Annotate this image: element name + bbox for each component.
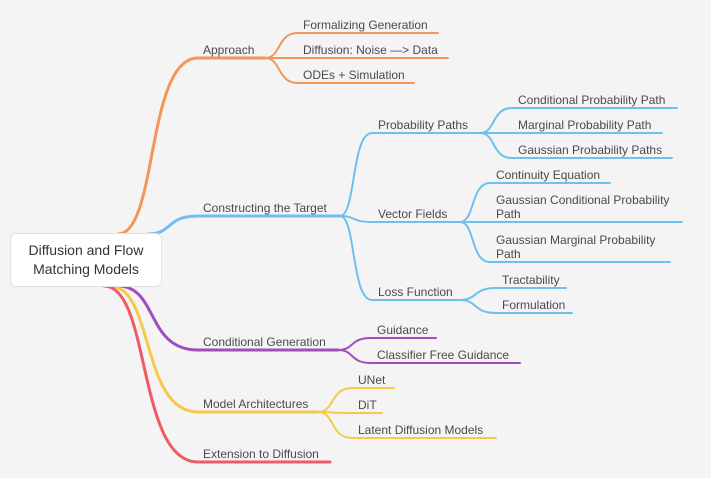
edge-vector-fields-leaf-2 (459, 221, 491, 263)
branch-constructing-the-target[interactable]: Constructing the Target (203, 201, 327, 215)
edge-prob-paths-leaf-0 (479, 107, 513, 134)
edge-root-approach (116, 56, 200, 236)
edge-vector-fields-leaf-0 (459, 182, 491, 223)
leaf-gaussian-probability-paths[interactable]: Gaussian Probability Paths (518, 143, 663, 157)
edge-architectures-leaf-2 (317, 411, 353, 439)
edge-root-conditional (116, 284, 200, 352)
node-vector-fields[interactable]: Vector Fields (378, 207, 448, 221)
root-node[interactable]: Diffusion and Flow Matching Models (11, 234, 161, 286)
edge-conditional-leaf-0 (337, 337, 372, 351)
leaf-tractability[interactable]: Tractability (502, 273, 560, 287)
root-node-label: Diffusion and Flow Matching Models (28, 242, 144, 277)
leaf-gaussian-marginal-probability-path[interactable]: Gaussian Marginal Probability Path (496, 233, 656, 261)
edge-prob-paths-leaf-2 (479, 132, 513, 159)
edge-root-architectures (108, 284, 200, 414)
branch-conditional-generation[interactable]: Conditional Generation (203, 335, 326, 349)
edge-root-extension (102, 284, 200, 464)
branch-model-architectures[interactable]: Model Architectures (203, 397, 309, 411)
edge-approach-child-0 (264, 32, 299, 59)
leaf-marginal-probability-path[interactable]: Marginal Probability Path (518, 118, 652, 132)
branch-extension-to-diffusion[interactable]: Extension to Diffusion (203, 447, 319, 461)
edge-architectures-leaf-0 (317, 387, 353, 413)
leaf-odes-simulation[interactable]: ODEs + Simulation (303, 68, 405, 82)
leaf-formalizing-generation[interactable]: Formalizing Generation (303, 18, 428, 32)
leaf-dit[interactable]: DiT (358, 398, 377, 412)
edge-constructing-child-2 (339, 215, 373, 301)
leaf-gaussian-conditional-probability-path[interactable]: Gaussian Conditional Probability Path (496, 193, 670, 221)
node-loss-function[interactable]: Loss Function (378, 285, 453, 299)
edge-root-constructing (146, 214, 200, 236)
branch-approach[interactable]: Approach (203, 43, 255, 57)
leaf-continuity-equation[interactable]: Continuity Equation (496, 168, 601, 182)
edge-loss-leaf-0 (459, 287, 497, 301)
edge-conditional-leaf-1 (337, 349, 372, 364)
leaf-diffusion-noise-data[interactable]: Diffusion: Noise —> Data (303, 43, 438, 57)
leaf-latent-diffusion-models[interactable]: Latent Diffusion Models (358, 423, 484, 437)
edge-constructing-child-0 (339, 132, 373, 217)
leaf-guidance[interactable]: Guidance (377, 323, 429, 337)
edge-approach-child-2 (264, 57, 299, 84)
leaf-formulation[interactable]: Formulation (502, 298, 566, 312)
leaf-conditional-probability-path[interactable]: Conditional Probability Path (518, 93, 666, 107)
edge-loss-leaf-1 (459, 299, 497, 314)
node-probability-paths[interactable]: Probability Paths (378, 118, 469, 132)
edge-constructing-child-1 (339, 215, 373, 223)
leaf-classifier-free-guidance[interactable]: Classifier Free Guidance (377, 348, 510, 362)
leaf-unet[interactable]: UNet (358, 373, 386, 387)
